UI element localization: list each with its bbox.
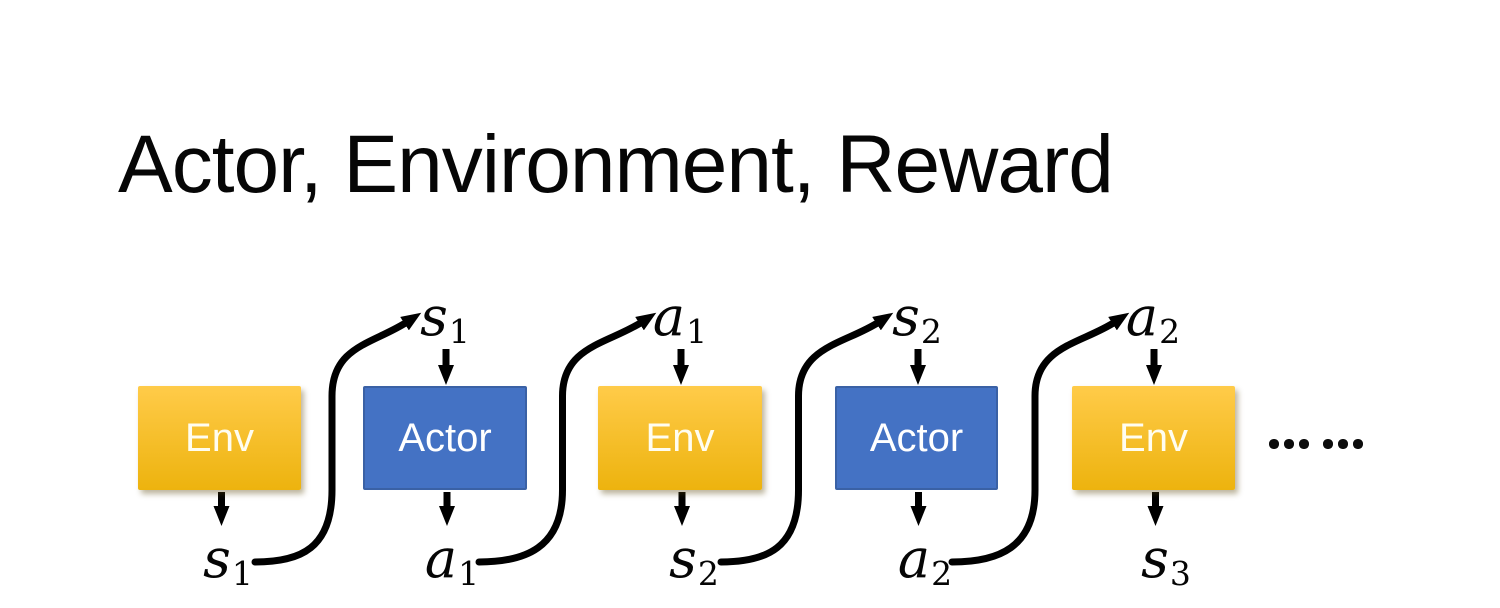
env-1-box: Env — [138, 386, 301, 490]
math-subscript: 1 — [458, 554, 480, 593]
math-subscript: 2 — [920, 312, 942, 351]
math-symbol: a — [652, 285, 686, 348]
ellipsis-dots — [1266, 439, 1365, 449]
math-symbol: a — [897, 527, 931, 590]
math-symbol: s — [420, 285, 448, 348]
env-2-label: Env — [645, 415, 715, 460]
math-subscript: 2 — [697, 554, 719, 593]
dot-group — [1266, 439, 1311, 449]
math-subscript: 1 — [448, 312, 470, 351]
dot — [1337, 439, 1348, 449]
math-subscript: 1 — [231, 554, 253, 593]
env-2-box: Env — [598, 386, 762, 490]
math-symbol: s — [669, 527, 697, 590]
math-symbol: a — [1125, 285, 1159, 348]
math-symbol: a — [424, 527, 458, 590]
dot-group — [1320, 439, 1365, 449]
actor-2-box: Actor — [835, 386, 998, 490]
math-symbol: s — [1141, 527, 1169, 590]
math-subscript: 2 — [931, 554, 953, 593]
dot — [1322, 439, 1333, 449]
math-symbol: s — [203, 527, 231, 590]
env-3-label: Env — [1119, 415, 1188, 460]
math-subscript: 1 — [686, 312, 708, 351]
actor-1-label: Actor — [398, 415, 492, 460]
dot — [1352, 439, 1363, 449]
dot — [1298, 439, 1309, 449]
math-subscript: 2 — [1159, 312, 1181, 351]
env-1-label: Env — [185, 415, 254, 460]
dot — [1268, 439, 1279, 449]
slide-title: Actor, Environment, Reward — [118, 119, 1114, 210]
actor-1-box: Actor — [363, 386, 527, 490]
actor-2-label: Actor — [869, 415, 964, 460]
math-symbol: s — [892, 285, 920, 348]
env-3-box: Env — [1072, 386, 1235, 490]
math-subscript: 3 — [1169, 554, 1191, 593]
dot — [1283, 439, 1294, 449]
